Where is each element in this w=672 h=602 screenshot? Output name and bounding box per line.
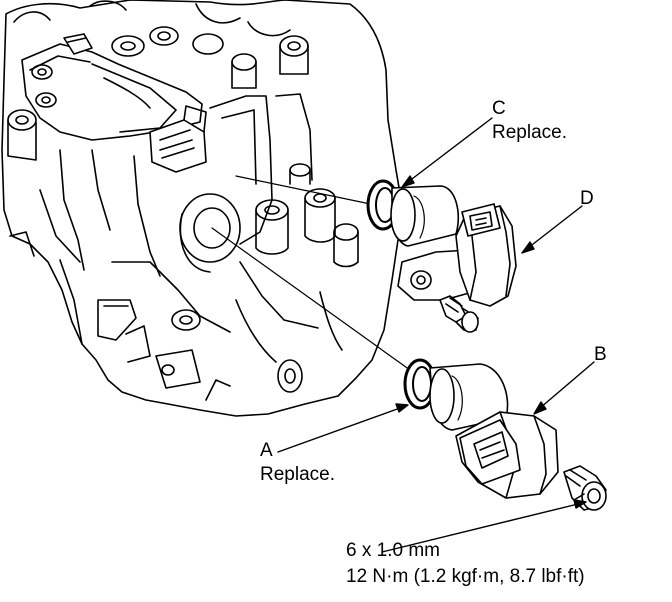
sensor-b-assembly — [403, 358, 607, 511]
leader-lines — [277, 117, 595, 553]
callout-b-letter: B — [594, 344, 607, 365]
transmission-case-drawing — [1, 0, 403, 417]
callout-a-letter: A — [260, 440, 273, 461]
sensor-d-assembly — [366, 179, 517, 333]
callout-c-letter: C — [492, 98, 506, 119]
callout-d-letter: D — [580, 188, 594, 209]
callout-c-note: Replace. — [492, 122, 567, 143]
callout-a-note: Replace. — [260, 464, 335, 485]
bolt-torque-label: 12 N·m (1.2 kgf·m, 8.7 lbf·ft) — [346, 566, 585, 587]
alignment-lines — [211, 175, 411, 371]
bolt-size-label: 6 x 1.0 mm — [346, 540, 440, 561]
